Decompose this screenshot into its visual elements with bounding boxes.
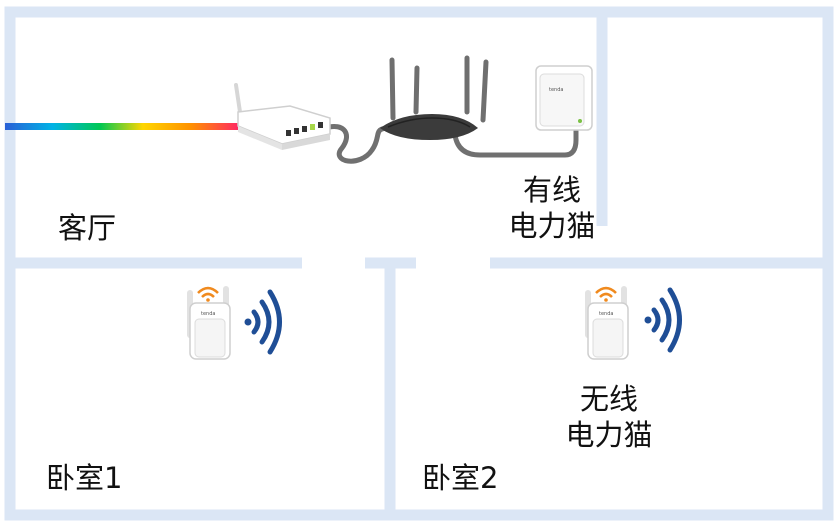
wireless-adapter-label-line2: 电力猫 bbox=[565, 418, 653, 452]
wireless-adapter-label-line1: 无线 bbox=[579, 382, 638, 416]
modem-icon bbox=[234, 83, 331, 150]
wifi-extender-icon: tenda bbox=[187, 286, 231, 360]
wireless-adapter-label: 无线 电力猫 bbox=[553, 381, 665, 453]
wired-adapter-label: 有线 电力猫 bbox=[496, 172, 608, 244]
wired-adapter-label-line1: 有线 bbox=[522, 173, 581, 207]
outer-wall bbox=[4, 6, 834, 521]
cable-router-adapter bbox=[452, 121, 579, 158]
router-icon bbox=[380, 55, 489, 140]
room-label-bedroom1: 卧室1 bbox=[46, 461, 123, 495]
powerline-adapter-icon: tenda bbox=[535, 65, 593, 131]
room-label-living: 客厅 bbox=[58, 211, 117, 245]
wifi-extender-icon: tenda bbox=[585, 286, 629, 360]
walls bbox=[4, 6, 834, 521]
fiber-line bbox=[5, 123, 243, 130]
room-label-bedroom2: 卧室2 bbox=[422, 461, 499, 495]
brand-text-bedroom2: tenda bbox=[599, 311, 613, 317]
brand-text-wired: tenda bbox=[549, 87, 563, 93]
cable-modem-router bbox=[322, 124, 393, 164]
wifi-waves-icon bbox=[244, 289, 282, 355]
wired-adapter-label-line2: 电力猫 bbox=[508, 209, 596, 243]
wifi-waves-icon bbox=[644, 287, 682, 353]
brand-text-bedroom1: tenda bbox=[201, 311, 215, 317]
